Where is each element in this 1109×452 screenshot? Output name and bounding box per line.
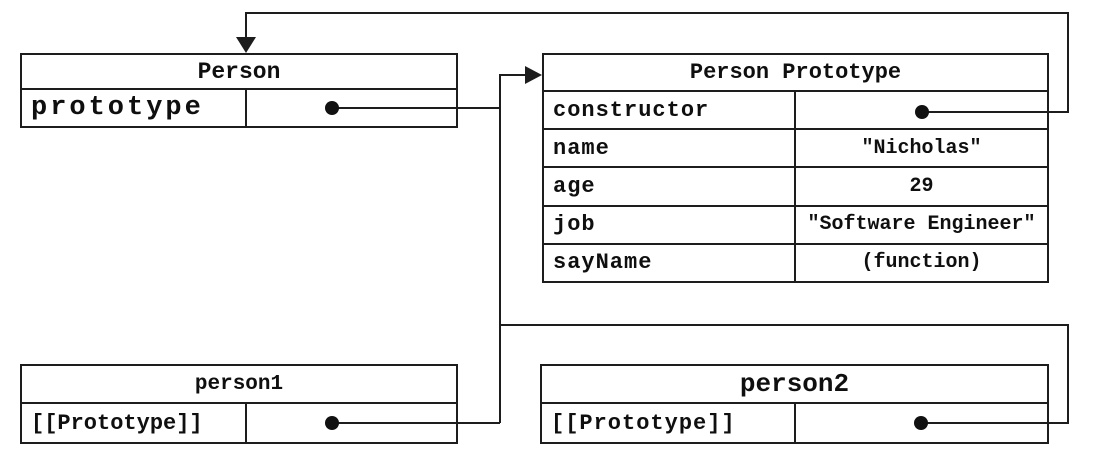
arrowhead-into-person-icon [236, 37, 256, 53]
person-prototype-box-title: Person Prototype [544, 55, 1047, 92]
age-property-row: age 29 [544, 166, 1047, 205]
property-label: age [544, 168, 796, 205]
person2-box-title: person2 [542, 366, 1047, 404]
arrowhead-into-person-prototype-icon [525, 66, 542, 84]
person1-box-title: person1 [22, 366, 456, 404]
property-value: "Nicholas" [861, 136, 982, 160]
property-label: constructor [544, 92, 796, 129]
property-label: job [544, 206, 796, 243]
person-prototype-box: Person Prototype constructor name "Nicho… [542, 53, 1049, 283]
sayname-property-row: sayName (function) [544, 242, 1047, 282]
property-label: [[Prototype]] [542, 404, 796, 442]
job-property-row: job "Software Engineer" [544, 204, 1047, 243]
property-label: [[Prototype]] [22, 404, 247, 442]
trunk-line-to-person-prototype [499, 74, 527, 423]
person2-box: person2 [[Prototype]] [540, 364, 1049, 444]
person1-prototype-slot-row: [[Prototype]] [22, 404, 456, 442]
name-property-row: name "Nicholas" [544, 128, 1047, 167]
person-box-title: Person [22, 55, 456, 90]
person2-prototype-slot-row: [[Prototype]] [542, 404, 1047, 442]
pointer-cell [247, 90, 456, 126]
property-label: name [544, 130, 796, 167]
constructor-property-row: constructor [544, 92, 1047, 129]
pointer-cell [796, 92, 1047, 128]
property-value: "Software Engineer" [807, 213, 1036, 237]
person1-box: person1 [[Prototype]] [20, 364, 458, 444]
pointer-cell [247, 404, 456, 442]
property-value: (function) [861, 251, 982, 275]
property-label: sayName [544, 244, 796, 282]
property-value: 29 [909, 175, 934, 198]
pointer-cell [796, 404, 1047, 442]
property-label: prototype [22, 90, 247, 126]
person-box: Person prototype [20, 53, 458, 128]
person-prototype-property-row: prototype [22, 90, 456, 126]
